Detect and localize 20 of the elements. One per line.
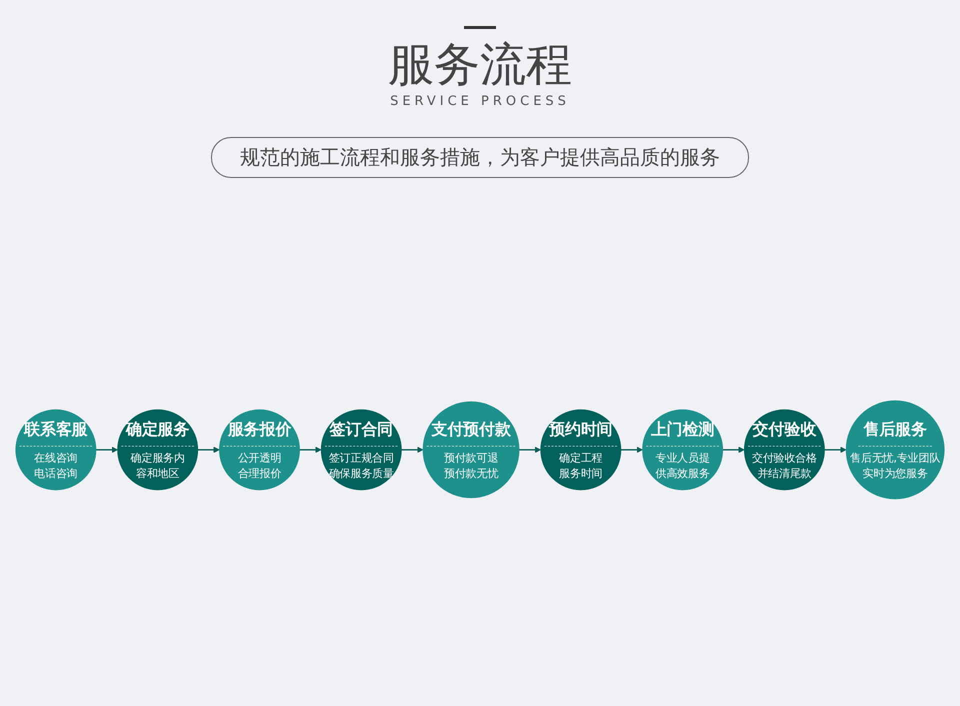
node-circle: 服务报价 公开透明合理报价 xyxy=(219,410,300,490)
title: 服务流程 xyxy=(388,37,572,92)
node-circle: 联系客服 在线咨询电话咨询 xyxy=(15,410,96,490)
arrow xyxy=(824,446,846,454)
node-circle: 签订合同 签订正规合同确保服务质量 xyxy=(320,410,402,490)
tagline-banner: 规范的施工流程和服务措施，为客户提供高品质的服务 xyxy=(211,137,749,178)
arrow xyxy=(620,446,643,454)
arrow xyxy=(300,446,322,454)
node-circle: 上门检测 专业人员提供高效服务 xyxy=(642,410,724,490)
node-circle: 售后服务 售后无忧,专业团队实时为您服务 xyxy=(846,400,945,500)
arrow xyxy=(401,446,424,454)
subtitle: SERVICE PROCESS xyxy=(390,94,570,110)
arrow xyxy=(722,446,745,454)
node-circle: 预约时间 确定工程服务时间 xyxy=(540,410,622,490)
arrow xyxy=(198,446,220,454)
arrow xyxy=(519,446,541,454)
node-circle: 交付验收 交付验收合格并结清尾款 xyxy=(744,410,825,490)
node-circle: 确定服务 确定服务内容和地区 xyxy=(117,410,198,490)
arrow xyxy=(96,446,118,454)
node-circle: 支付预付款 预付款可退预付款无忧 xyxy=(422,402,520,498)
